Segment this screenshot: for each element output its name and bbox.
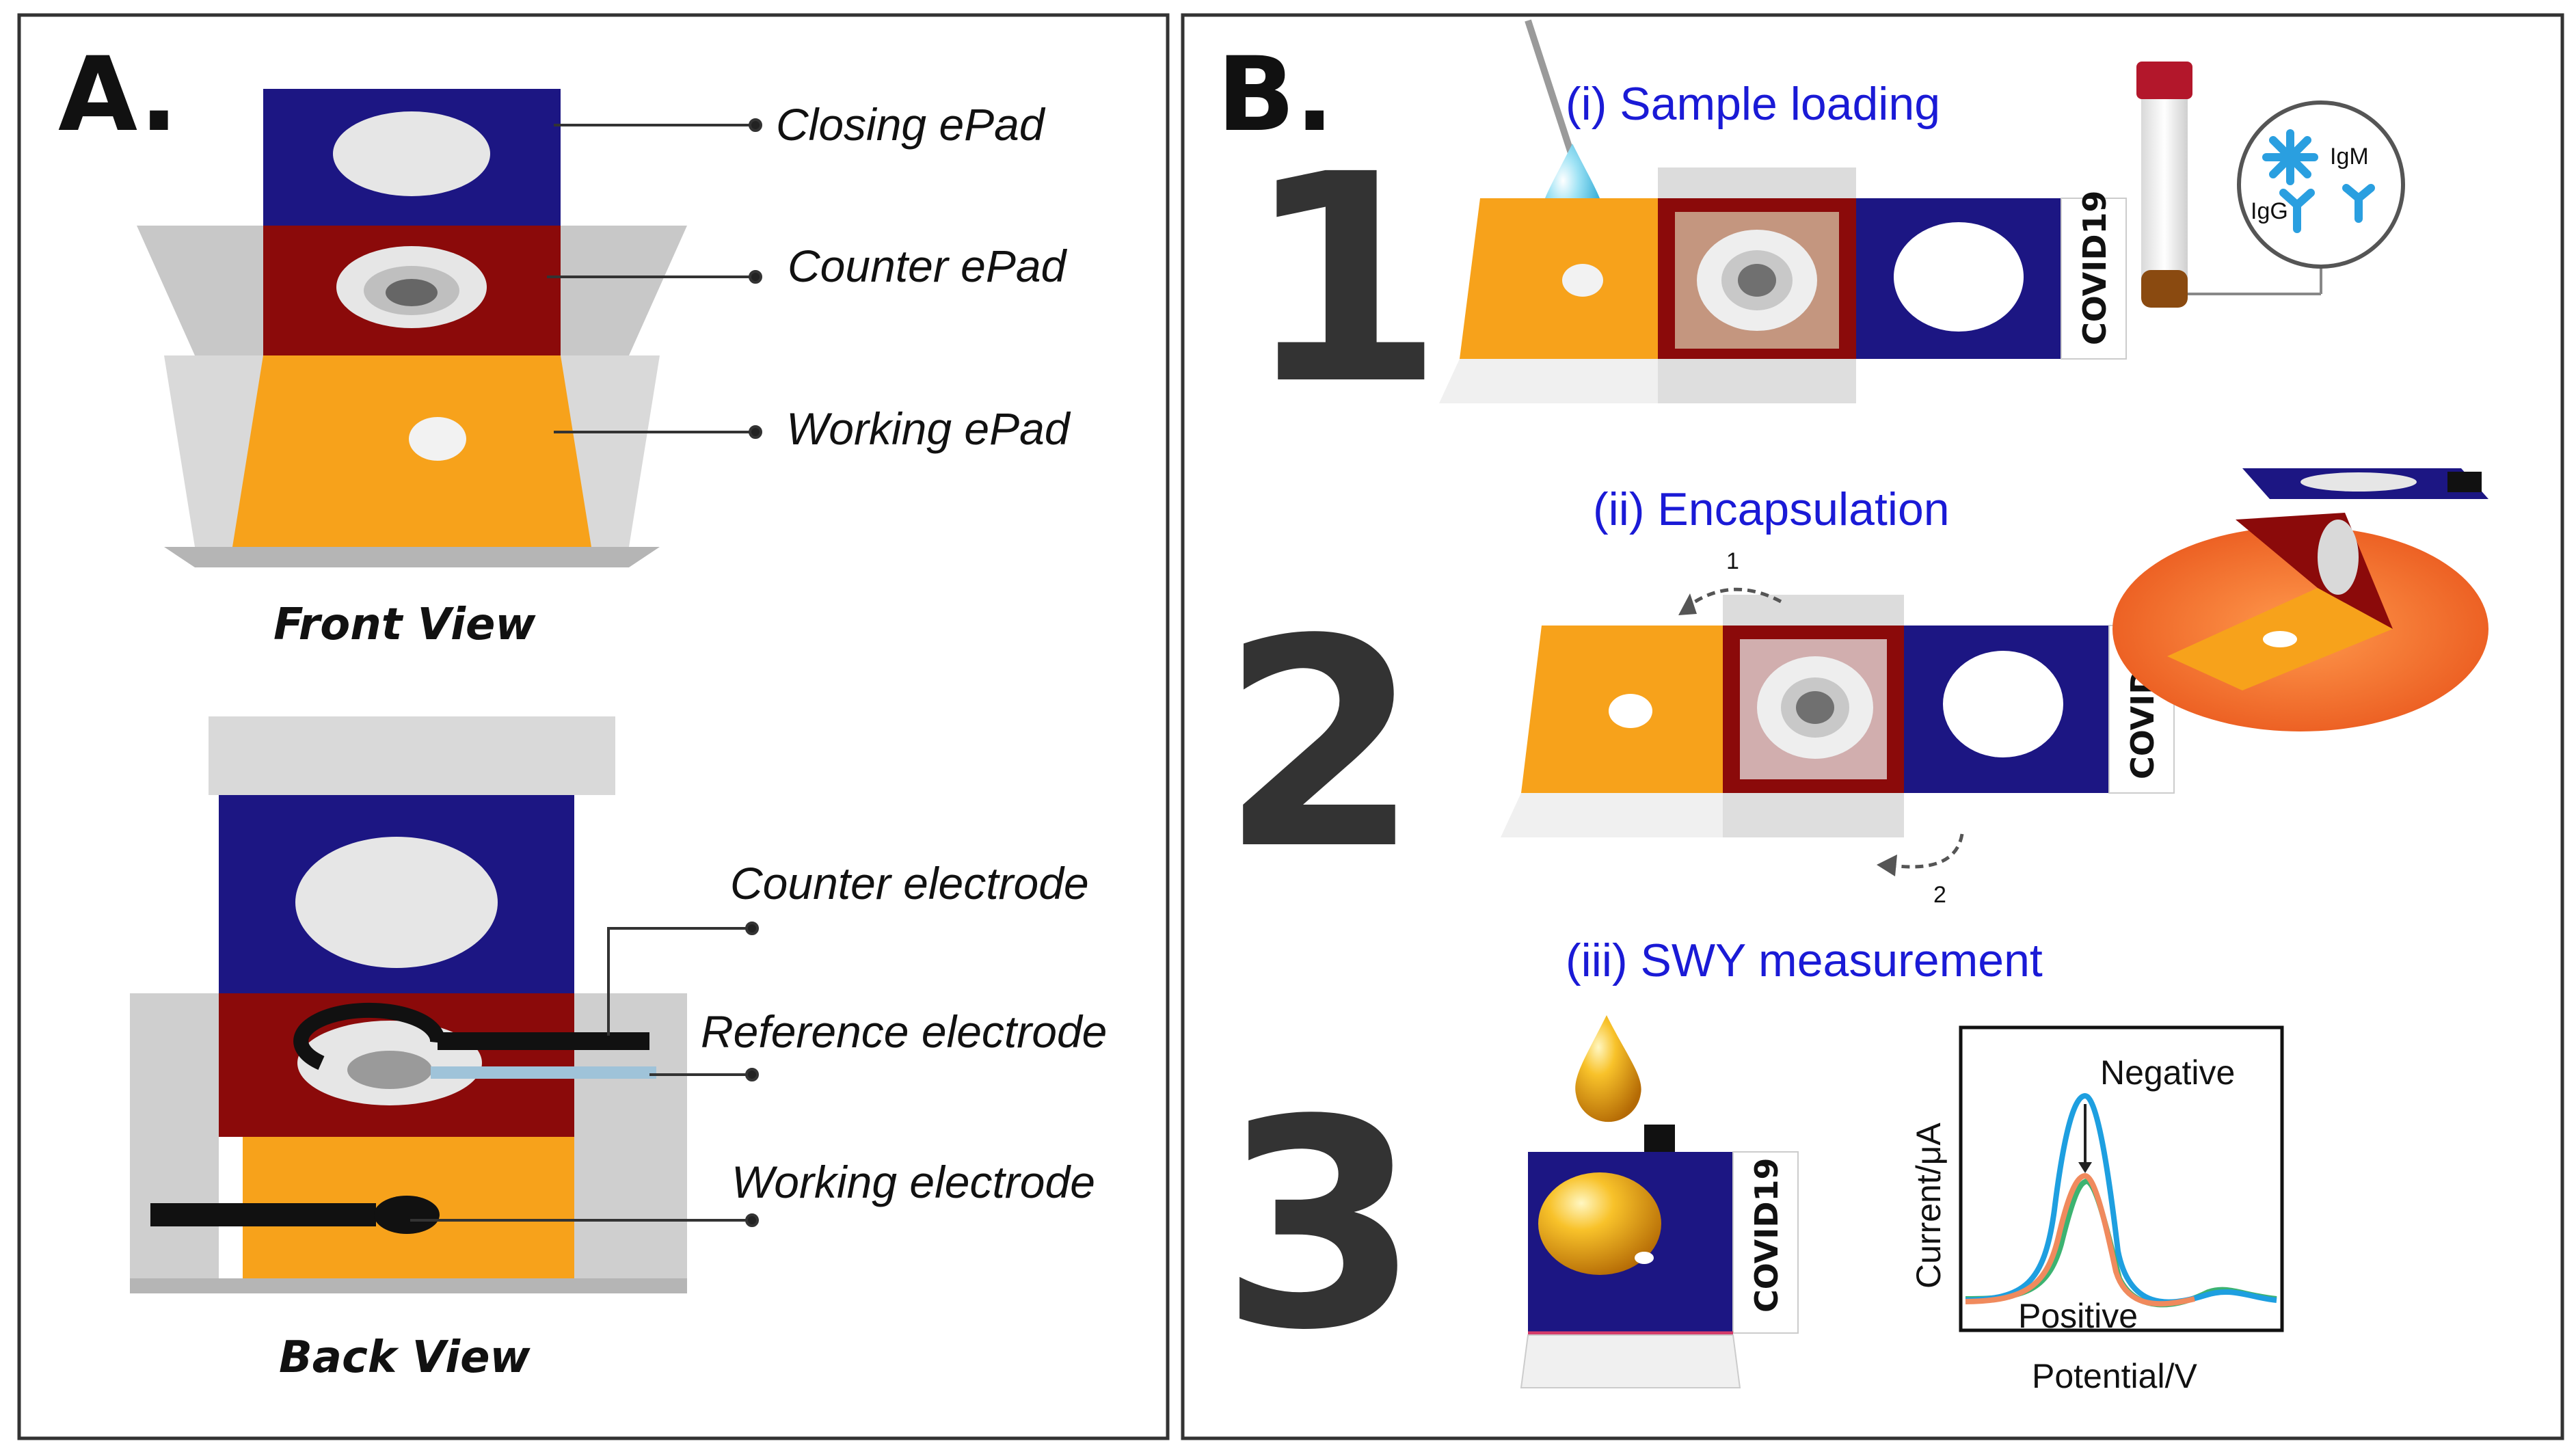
tube-body [2141, 99, 2188, 297]
front-base-right [561, 355, 660, 547]
back-closing-window [295, 837, 498, 968]
folded-ring [2318, 520, 2359, 595]
step2-base-mid [1723, 793, 1904, 837]
tube-cap [2136, 62, 2192, 99]
front-fold-right [561, 226, 687, 355]
measurement-droplet [1538, 1172, 1661, 1275]
panel-b-frame [1181, 13, 2564, 1440]
front-view-device [137, 89, 687, 567]
step1-label-strip [2061, 198, 2127, 360]
closing-epad-window [333, 111, 490, 196]
closing-epad-label: Closing ePad [776, 99, 1046, 150]
step1-top-gray [1658, 167, 1856, 198]
back-leaders [410, 922, 759, 1227]
step1-orange-pad [1460, 198, 1658, 359]
working-epad-label: Working ePad [786, 403, 1071, 454]
working-epad-hole [409, 417, 466, 461]
gold-droplet-icon [1575, 1015, 1641, 1122]
step-1-label: (i) Sample loading [1566, 78, 1940, 130]
blood-sample-illustration: IgM IgG [2136, 62, 2405, 308]
folded-top-tab [2447, 472, 2482, 492]
fold-arrow-2 [1886, 833, 1964, 869]
step-2-number: 2 [1220, 578, 1420, 913]
step1-covid-text: COVID19 [2076, 190, 2113, 345]
step-1-number: 1 [1244, 113, 1444, 448]
igm-antibody-icon [2262, 129, 2318, 185]
counter-electrode-label: Counter electrode [730, 858, 1089, 909]
front-fold-left [137, 226, 263, 355]
igm-label: IgM [2330, 144, 2369, 170]
fold-arrow-1 [1684, 587, 1782, 610]
measurement-droplet-glint [1635, 1252, 1654, 1264]
positive-label: Positive [2018, 1297, 2138, 1335]
step3-covid-text: COVID19 [1748, 1157, 1785, 1313]
step-1-device: COVID19 [1439, 19, 2127, 403]
igg-label: IgG [2251, 198, 2288, 224]
counter-epad-well [386, 279, 438, 306]
back-view-caption: Back View [279, 1332, 531, 1383]
front-base-left [164, 355, 263, 547]
step1-base-left [1439, 359, 1658, 403]
back-view-device [130, 716, 687, 1293]
step2-window [1943, 651, 2063, 757]
back-wall-left [130, 993, 219, 1278]
back-wall-right [574, 993, 687, 1278]
swv-plot: Negative Positive Current/μA Potential/V [1909, 1025, 2284, 1395]
step2-hole [1609, 694, 1652, 728]
step-3-number: 3 [1220, 1059, 1420, 1393]
working-epad [232, 355, 591, 547]
step1-well [1738, 264, 1776, 297]
step2-base-left [1501, 793, 1723, 837]
step1-base-mid [1658, 359, 1856, 403]
plot-ylabel: Current/μA [1909, 1122, 1948, 1289]
negative-curve [1965, 1092, 2277, 1305]
step2-well [1796, 691, 1834, 724]
step-2-device: 1 COVID19 2 [1501, 548, 2175, 908]
pipette-tip [1525, 19, 1576, 159]
negative-label: Negative [2100, 1053, 2235, 1092]
panel-a-frame [17, 13, 1170, 1440]
step1-window [1894, 222, 2024, 332]
plot-xlabel: Potential/V [2032, 1357, 2197, 1395]
counter-electrode-arc [293, 1002, 446, 1071]
folded-orange-hole [2263, 631, 2297, 647]
tube-serum [2141, 270, 2188, 308]
front-leaders [547, 118, 762, 439]
positive-curve [1965, 1172, 2195, 1307]
fold-arrow-2-head [1877, 855, 1897, 876]
fold-arrow-1-head [1678, 593, 1697, 615]
working-electrode-label: Working electrode [732, 1157, 1095, 1207]
connector-tab [1644, 1125, 1675, 1152]
fold-arrow-2-label: 2 [1933, 882, 1946, 908]
panel-b-letter: B. [1217, 36, 1334, 154]
step2-top-gray [1723, 595, 1904, 626]
step-3-label: (iii) SWY measurement [1566, 935, 2043, 986]
front-base-bottom [164, 547, 660, 567]
reference-electrode-label: Reference electrode [701, 1006, 1107, 1057]
step3-base [1520, 1334, 1741, 1388]
panel-a-letter: A. [58, 36, 178, 154]
step-3-device: COVID19 [1520, 1015, 1799, 1388]
working-electrode-trace [150, 1203, 376, 1226]
working-electrode-pad [374, 1196, 440, 1234]
fold-arrow-1-label: 1 [1726, 548, 1739, 574]
peak-shift-arrow-head [2078, 1162, 2092, 1173]
folded-top-window [2300, 472, 2417, 492]
reference-electrode-disk [347, 1051, 432, 1089]
antibody-bubble [2237, 100, 2405, 269]
igg-antibody-icon [2279, 184, 2375, 233]
back-base [130, 1278, 687, 1293]
folded-device-illustration [2112, 468, 2488, 731]
step1-sample-hole [1562, 264, 1603, 297]
counter-epad-label: Counter ePad [788, 241, 1068, 291]
back-top-flap [209, 716, 615, 795]
front-view-caption: Front View [273, 600, 536, 650]
counter-electrode-trace [438, 1032, 649, 1050]
step3-label-strip [1732, 1151, 1799, 1334]
reference-electrode-trace [431, 1066, 656, 1079]
step-2-label: (ii) Encapsulation [1593, 483, 1950, 535]
